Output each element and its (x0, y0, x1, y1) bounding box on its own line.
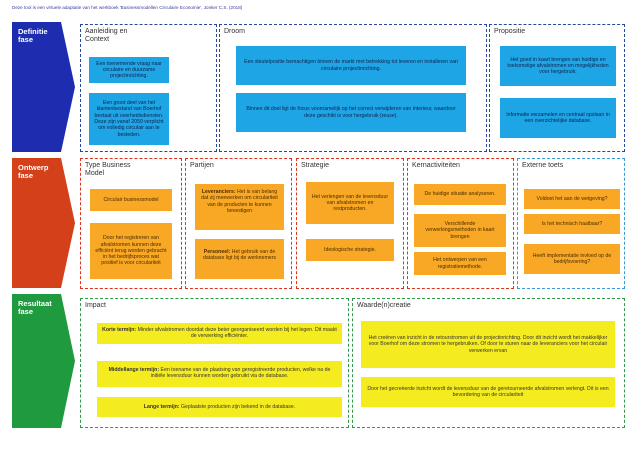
section-droom: Droom Een sleutelpositie bemachtigen bin… (219, 24, 487, 152)
note-leveranciers: Leveranciers: Het is van belang dat zij … (195, 184, 284, 230)
note-aanleiding-1: Een toenemende vraag naar circulaire en … (89, 57, 169, 83)
arrow-shape-resultaat (12, 294, 75, 428)
section-title-externe-toets: Externe toets (522, 162, 564, 169)
section-title-impact: Impact (85, 302, 107, 309)
note-waardecreatie-1: Het creëren van inzicht in de retourstro… (361, 321, 615, 368)
middellange-termijn-text: Een toename van de plaatsing van geregis… (150, 367, 331, 380)
note-waardecreatie-2: Door het gecreëerde inzicht wordt de lev… (361, 377, 615, 407)
note-businessmodel-2: Door het registreren van afvalstromen ku… (90, 223, 172, 279)
korte-termijn-text: Minder afvalstromen doordat deze beter g… (136, 327, 337, 340)
section-title-droom: Droom (224, 28, 246, 35)
section-title-strategie: Strategie (301, 162, 330, 169)
note-impact-lange-termijn: Lange termijn: Geplaatste producten zijn… (97, 397, 342, 417)
personeel-label: Personeel: (203, 249, 231, 255)
section-title-type-business-model: Type Business Model (85, 162, 131, 177)
note-strategie-1: Het verlengen van de levensduur van afva… (306, 182, 394, 224)
section-propositie: Propositie Het goed in kaart brengen van… (489, 24, 625, 152)
note-droom-1: Een sleutelpositie bemachtigen binnen de… (236, 46, 466, 85)
phase-label-definitie: Definitie fase (18, 27, 48, 44)
note-droom-2: Binnen dit doel ligt de focus voornameli… (236, 93, 466, 132)
note-toets-3: Heeft implementatie invloed op de bedrij… (524, 244, 620, 274)
phase-label-ontwerp: Ontwerp fase (18, 163, 49, 180)
note-kernactiviteit-1: De huidige situatie analyseren. (414, 184, 506, 205)
korte-termijn-label: Korte termijn: (102, 327, 137, 333)
section-externe-toets: Externe toets Voldoet het aan de wetgevi… (517, 158, 625, 289)
note-aanleiding-2: Een groot deel van het klantenbestand va… (89, 93, 169, 145)
note-kernactiviteit-3: Het ontwerpen van een registratiemethode… (414, 252, 506, 275)
phase-label-resultaat: Resultaat fase (18, 299, 52, 316)
section-partijen: Partijen Leveranciers: Het is van belang… (185, 158, 292, 289)
section-title-waardecreatie: Waarde(n)creatie (357, 302, 411, 309)
arrow-shape-ontwerp (12, 158, 75, 288)
section-strategie: Strategie Het verlengen van de levensduu… (296, 158, 404, 289)
section-waardecreatie: Waarde(n)creatie Het creëren van inzicht… (352, 298, 625, 428)
note-impact-korte-termijn: Korte termijn: Minder afvalstromen doord… (97, 323, 342, 344)
section-kernactiviteiten: Kernactiviteiten De huidige situatie ana… (407, 158, 514, 289)
leveranciers-text: Het is van belang dat zij meewerken om c… (201, 189, 278, 214)
note-strategie-2: Ideologische strategie. (306, 239, 394, 261)
note-propositie-1: Het goed in kaart brengen van huidige en… (500, 46, 616, 86)
phase-arrow-ontwerp: Ontwerp fase (12, 158, 76, 288)
lange-termijn-label: Lange termijn: (143, 404, 180, 410)
personeel-text: Het gebruik van de database ligt bij de … (203, 249, 276, 262)
section-title-aanleiding: Aanleiding en Context (85, 28, 128, 43)
section-type-business-model: Type Business Model Circulair businessmo… (80, 158, 182, 289)
note-toets-1: Voldoet het aan de wetgeving? (524, 189, 620, 209)
note-personeel: Personeel: Het gebruik van de database l… (195, 239, 284, 279)
arrow-shape-definitie (12, 22, 75, 152)
note-impact-middellange-termijn: Middellange termijn: Een toename van de … (97, 361, 342, 387)
leveranciers-label: Leveranciers: (201, 189, 236, 195)
note-businessmodel-1: Circulair businessmodel (90, 189, 172, 211)
section-impact: Impact Korte termijn: Minder afvalstrome… (80, 298, 349, 428)
phase-arrow-definitie: Definitie fase (12, 22, 76, 152)
note-propositie-2: Informatie verzamelen en centraal opslaa… (500, 98, 616, 138)
note-kernactiviteit-2: Verschillende verwerkingsmethoden in kaa… (414, 214, 506, 247)
phase-arrow-resultaat: Resultaat fase (12, 294, 76, 428)
section-title-kernactiviteiten: Kernactiviteiten (412, 162, 460, 169)
middellange-termijn-label: Middellange termijn: (108, 367, 160, 373)
source-caption: Deze tool is een virtuele adaptatie van … (12, 5, 243, 10)
note-toets-2: Is het technisch haalbaar? (524, 214, 620, 234)
section-title-propositie: Propositie (494, 28, 526, 35)
section-aanleiding: Aanleiding en Context Een toenemende vra… (80, 24, 217, 152)
section-title-partijen: Partijen (190, 162, 214, 169)
lange-termijn-text: Geplaatste producten zijn bekend in de d… (179, 404, 296, 410)
